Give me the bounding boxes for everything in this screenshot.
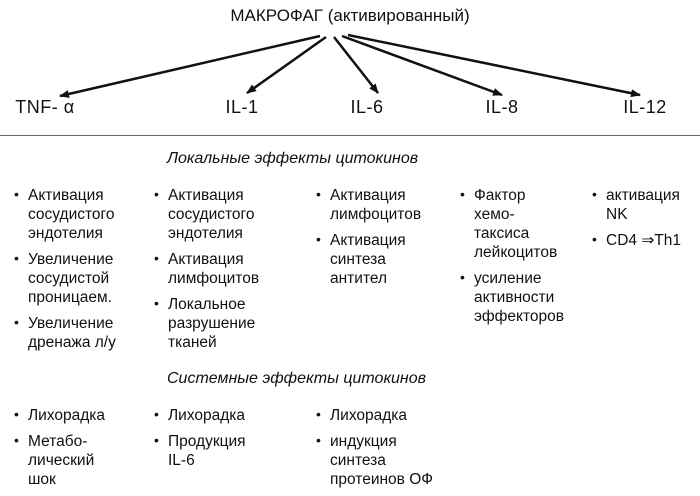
list-item: •Лихорадка xyxy=(14,406,106,424)
bullet-icon: • xyxy=(14,250,19,266)
list-item: •CD4 ⇒Th1 xyxy=(592,231,682,249)
cytokine-il12: IL-12 xyxy=(623,97,667,117)
bullet-icon: • xyxy=(14,314,19,330)
bullet-icon: • xyxy=(316,406,321,422)
list-item: •Активация лимфоцитов xyxy=(316,186,422,223)
system-column-il6: •Лихорадка •индукция синтеза протеинов О… xyxy=(316,406,476,496)
system-column-tnf: •Лихорадка •Метабо- лический шок xyxy=(14,406,154,496)
list-item: •Продукция IL-6 xyxy=(154,432,246,469)
bullet-icon: • xyxy=(14,406,19,422)
bullet-icon: • xyxy=(316,186,321,202)
arrow-il12 xyxy=(347,33,641,98)
bullet-icon: • xyxy=(316,231,321,247)
bullet-icon: • xyxy=(154,250,159,266)
arrow-il8 xyxy=(341,34,503,97)
macrophage-title: МАКРОФАГ (активированный) xyxy=(230,6,470,25)
bullet-icon: • xyxy=(316,432,321,448)
list-item: •Лихорадка xyxy=(316,406,408,424)
local-column-il12: •активация NK •CD4 ⇒Th1 xyxy=(592,186,698,257)
list-item: •Фактор хемо- таксиса лейкоцитов xyxy=(460,186,558,261)
bullet-icon: • xyxy=(14,432,19,448)
bullet-icon: • xyxy=(154,406,159,422)
bullet-icon: • xyxy=(592,231,597,247)
arrows-diagram xyxy=(59,33,641,98)
system-column-il1: •Лихорадка •Продукция IL-6 xyxy=(154,406,304,477)
bullet-icon: • xyxy=(592,186,597,202)
bullet-icon: • xyxy=(14,186,19,202)
arrow-il6 xyxy=(333,36,379,94)
list-item: •индукция синтеза протеинов ОФ xyxy=(316,432,434,488)
bullet-icon: • xyxy=(154,295,159,311)
list-item: •Метабо- лический шок xyxy=(14,432,95,488)
list-item: •усиление активности эффекторов xyxy=(460,269,565,325)
arrow-il1 xyxy=(246,35,327,95)
bullet-icon: • xyxy=(460,186,465,202)
list-item: •Локальное разрушение тканей xyxy=(154,295,256,351)
cytokine-il1: IL-1 xyxy=(225,97,259,117)
cytokine-il6: IL-6 xyxy=(350,97,384,117)
list-item: •Активация сосудистого эндотелия xyxy=(14,186,115,242)
list-item: •Лихорадка xyxy=(154,406,246,424)
list-item: •Активация синтеза антител xyxy=(316,231,406,287)
local-column-il6: •Активация лимфоцитов •Активация синтеза… xyxy=(316,186,456,295)
bullet-icon: • xyxy=(154,186,159,202)
systemic-effects-title: Системные эффекты цитокинов xyxy=(167,370,426,387)
local-column-il8: •Фактор хемо- таксиса лейкоцитов •усилен… xyxy=(460,186,595,333)
list-item: •Активация сосудистого эндотелия xyxy=(154,186,255,242)
cytokine-il8: IL-8 xyxy=(485,97,519,117)
list-item: •активация NK xyxy=(592,186,680,223)
bullet-icon: • xyxy=(154,432,159,448)
divider-line xyxy=(0,135,700,136)
arrow-tnf xyxy=(59,34,321,98)
cytokine-tnf-alpha: TNF- α xyxy=(15,97,75,117)
local-column-tnf: •Активация сосудистого эндотелия •Увелич… xyxy=(14,186,154,359)
local-effects-title: Локальные эффекты цитокинов xyxy=(167,150,419,167)
list-item: •Увеличение дренажа л/у xyxy=(14,314,116,351)
bullet-icon: • xyxy=(460,269,465,285)
list-item: •Активация лимфоцитов xyxy=(154,250,260,287)
local-column-il1: •Активация сосудистого эндотелия •Актива… xyxy=(154,186,304,359)
list-item: •Увеличение сосудистой проницаем. xyxy=(14,250,114,306)
